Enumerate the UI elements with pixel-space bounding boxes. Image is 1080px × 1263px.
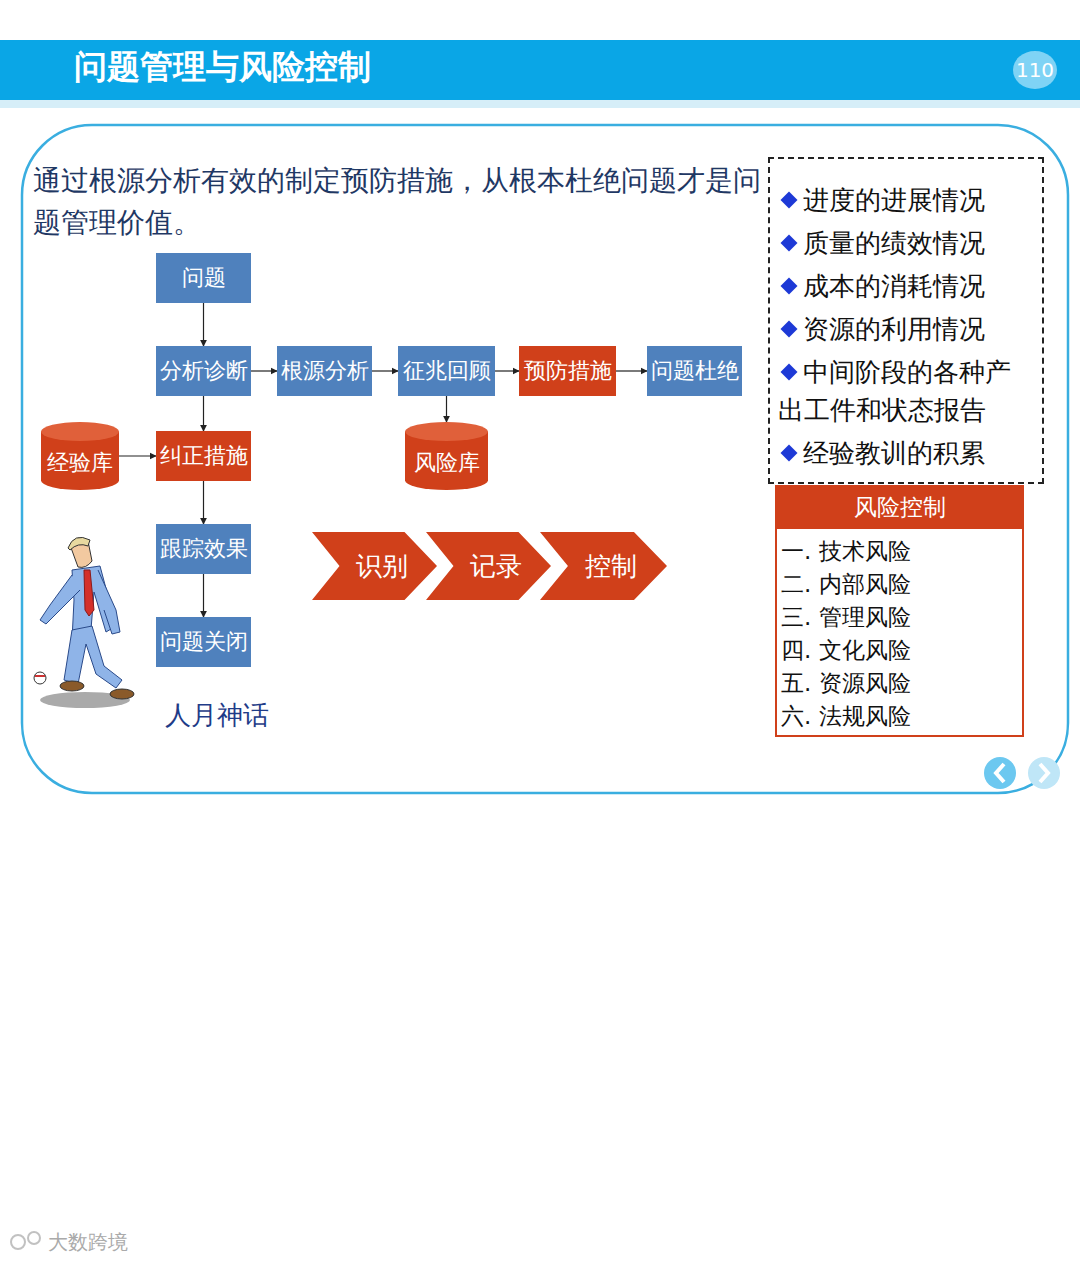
node-label: 识别 [356, 549, 408, 584]
node-label: 经验库 [47, 448, 113, 478]
node-label: 跟踪效果 [160, 534, 248, 564]
bullet-diamond [781, 235, 798, 252]
node-label: 问题 [182, 263, 226, 293]
process-box: 征兆回顾 [398, 346, 495, 396]
bullet-diamond [781, 364, 798, 381]
bullet-item: 进度的进展情况 [778, 181, 1036, 219]
person-illustration [34, 537, 134, 708]
node-label: 分析诊断 [160, 356, 248, 386]
bullet-text: 中间阶段的各种产出工件和状态报告 [778, 357, 1011, 425]
nav-buttons [984, 757, 1060, 789]
chevron-step: 控制 [540, 532, 667, 600]
bullet-diamond [781, 278, 798, 295]
header-bar [0, 40, 1080, 100]
bullet-diamond [781, 321, 798, 338]
bullet-item: 资源的利用情况 [778, 310, 1036, 348]
content-panel [22, 125, 1068, 793]
chevron-step: 识别 [312, 532, 437, 600]
status-list-box: 进度的进展情况质量的绩效情况成本的消耗情况资源的利用情况中间阶段的各种产出工件和… [768, 157, 1044, 484]
process-box: 问题关闭 [156, 617, 251, 667]
bullet-item: 经验教训的积累 [778, 434, 1036, 472]
watermark-logo [11, 1232, 40, 1249]
node-label: 纠正措施 [160, 441, 248, 471]
bullet-text: 质量的绩效情况 [803, 228, 985, 258]
process-box: 根源分析 [277, 346, 372, 396]
connector-arrow [616, 370, 647, 371]
table-row: 六. 法规风险 [777, 700, 1022, 733]
connector-arrow [203, 574, 204, 617]
risk-table: 风险控制一. 技术风险二. 内部风险三. 管理风险四. 文化风险五. 资源风险六… [775, 485, 1024, 737]
process-box: 跟踪效果 [156, 524, 251, 574]
watermark: 大数跨境 [48, 1228, 188, 1256]
connector-arrow [446, 396, 447, 422]
connector-arrow [119, 455, 156, 456]
node-label: 问题关闭 [160, 627, 248, 657]
table-row: 二. 内部风险 [777, 568, 1022, 601]
connector-arrow [203, 481, 204, 524]
chevron-step: 记录 [426, 532, 551, 600]
process-box: 分析诊断 [156, 346, 251, 396]
table-row: 四. 文化风险 [777, 634, 1022, 667]
bullet-text: 进度的进展情况 [803, 185, 985, 215]
connector-arrow [203, 396, 204, 431]
action-box: 纠正措施 [156, 431, 251, 481]
database-cylinder: 经验库 [41, 422, 119, 490]
connector-arrow [495, 370, 519, 371]
node-label: 风险库 [414, 448, 480, 478]
intro-text: 通过根源分析有效的制定预防措施，从根本杜绝问题才是问题管理价值。 [33, 160, 763, 244]
table-row: 五. 资源风险 [777, 667, 1022, 700]
bullet-item: 质量的绩效情况 [778, 224, 1036, 262]
database-cylinder: 风险库 [405, 422, 488, 490]
table-row: 一. 技术风险 [777, 535, 1022, 568]
slide-title: 问题管理与风险控制 [74, 45, 371, 90]
table-row: 三. 管理风险 [777, 601, 1022, 634]
process-box: 问题杜绝 [647, 346, 742, 396]
bullet-diamond [781, 445, 798, 462]
bullet-diamond [781, 192, 798, 209]
bullet-item: 成本的消耗情况 [778, 267, 1036, 305]
connector-arrow [251, 370, 277, 371]
bullet-text: 资源的利用情况 [803, 314, 985, 344]
page-number-circle: 110 [1013, 51, 1057, 89]
node-label: 问题杜绝 [651, 356, 739, 386]
connector-arrow [203, 303, 204, 346]
illustration-caption: 人月神话 [165, 698, 325, 732]
process-box: 问题 [156, 253, 251, 303]
node-label: 记录 [470, 549, 522, 584]
bullet-item: 中间阶段的各种产出工件和状态报告 [778, 353, 1036, 429]
node-label: 根源分析 [281, 356, 369, 386]
header-shadow [0, 100, 1080, 108]
bullet-text: 成本的消耗情况 [803, 271, 985, 301]
table-header: 风险控制 [775, 485, 1024, 529]
node-label: 控制 [585, 549, 637, 584]
connector-arrow [372, 370, 398, 371]
action-box: 预防措施 [519, 346, 616, 396]
node-label: 预防措施 [524, 356, 612, 386]
bullet-text: 经验教训的积累 [803, 438, 985, 468]
node-label: 110 [1016, 58, 1054, 82]
node-label: 征兆回顾 [403, 356, 491, 386]
